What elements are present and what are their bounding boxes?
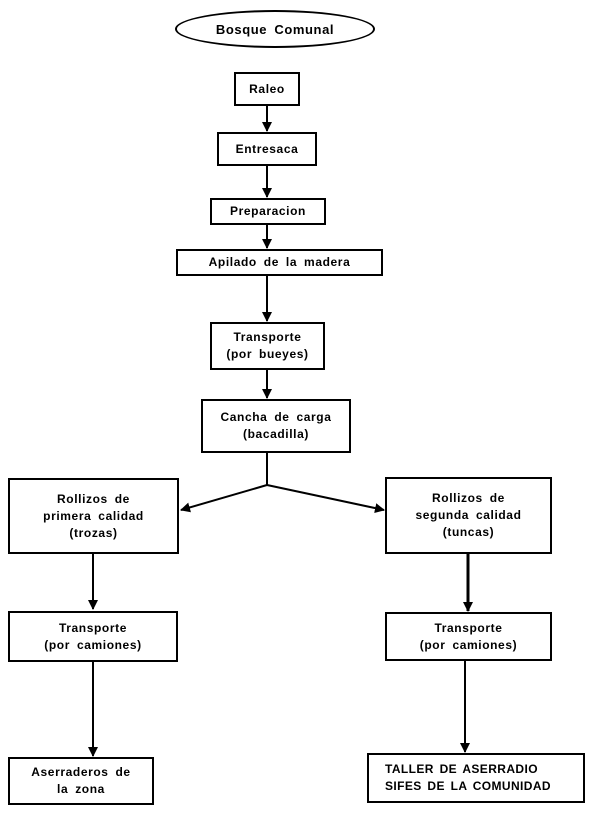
node-preparacion: Preparacion bbox=[210, 198, 326, 225]
node-taller-aserradio: TALLER DE ASERRADIO SIFES DE LA COMUNIDA… bbox=[367, 753, 585, 803]
arrow-split-segunda bbox=[266, 484, 385, 514]
node-apilado: Apilado de la madera bbox=[176, 249, 383, 276]
node-aserraderos-zona: Aserraderos de la zona bbox=[8, 757, 154, 805]
node-rollizos-primera: Rollizos de primera calidad (trozas) bbox=[8, 478, 179, 554]
node-transporte-camiones-1: Transporte (por camiones) bbox=[8, 611, 178, 662]
node-bosque-comunal: Bosque Comunal bbox=[175, 10, 375, 48]
node-transporte-bueyes: Transporte (por bueyes) bbox=[210, 322, 325, 370]
node-rollizos-segunda: Rollizos de segunda calidad (tuncas) bbox=[385, 477, 552, 554]
node-transporte-camiones-2: Transporte (por camiones) bbox=[385, 612, 552, 661]
node-cancha-carga: Cancha de carga (bacadilla) bbox=[201, 399, 351, 453]
arrow-split-primera bbox=[180, 484, 268, 513]
node-raleo: Raleo bbox=[234, 72, 300, 106]
node-entresaca: Entresaca bbox=[217, 132, 317, 166]
